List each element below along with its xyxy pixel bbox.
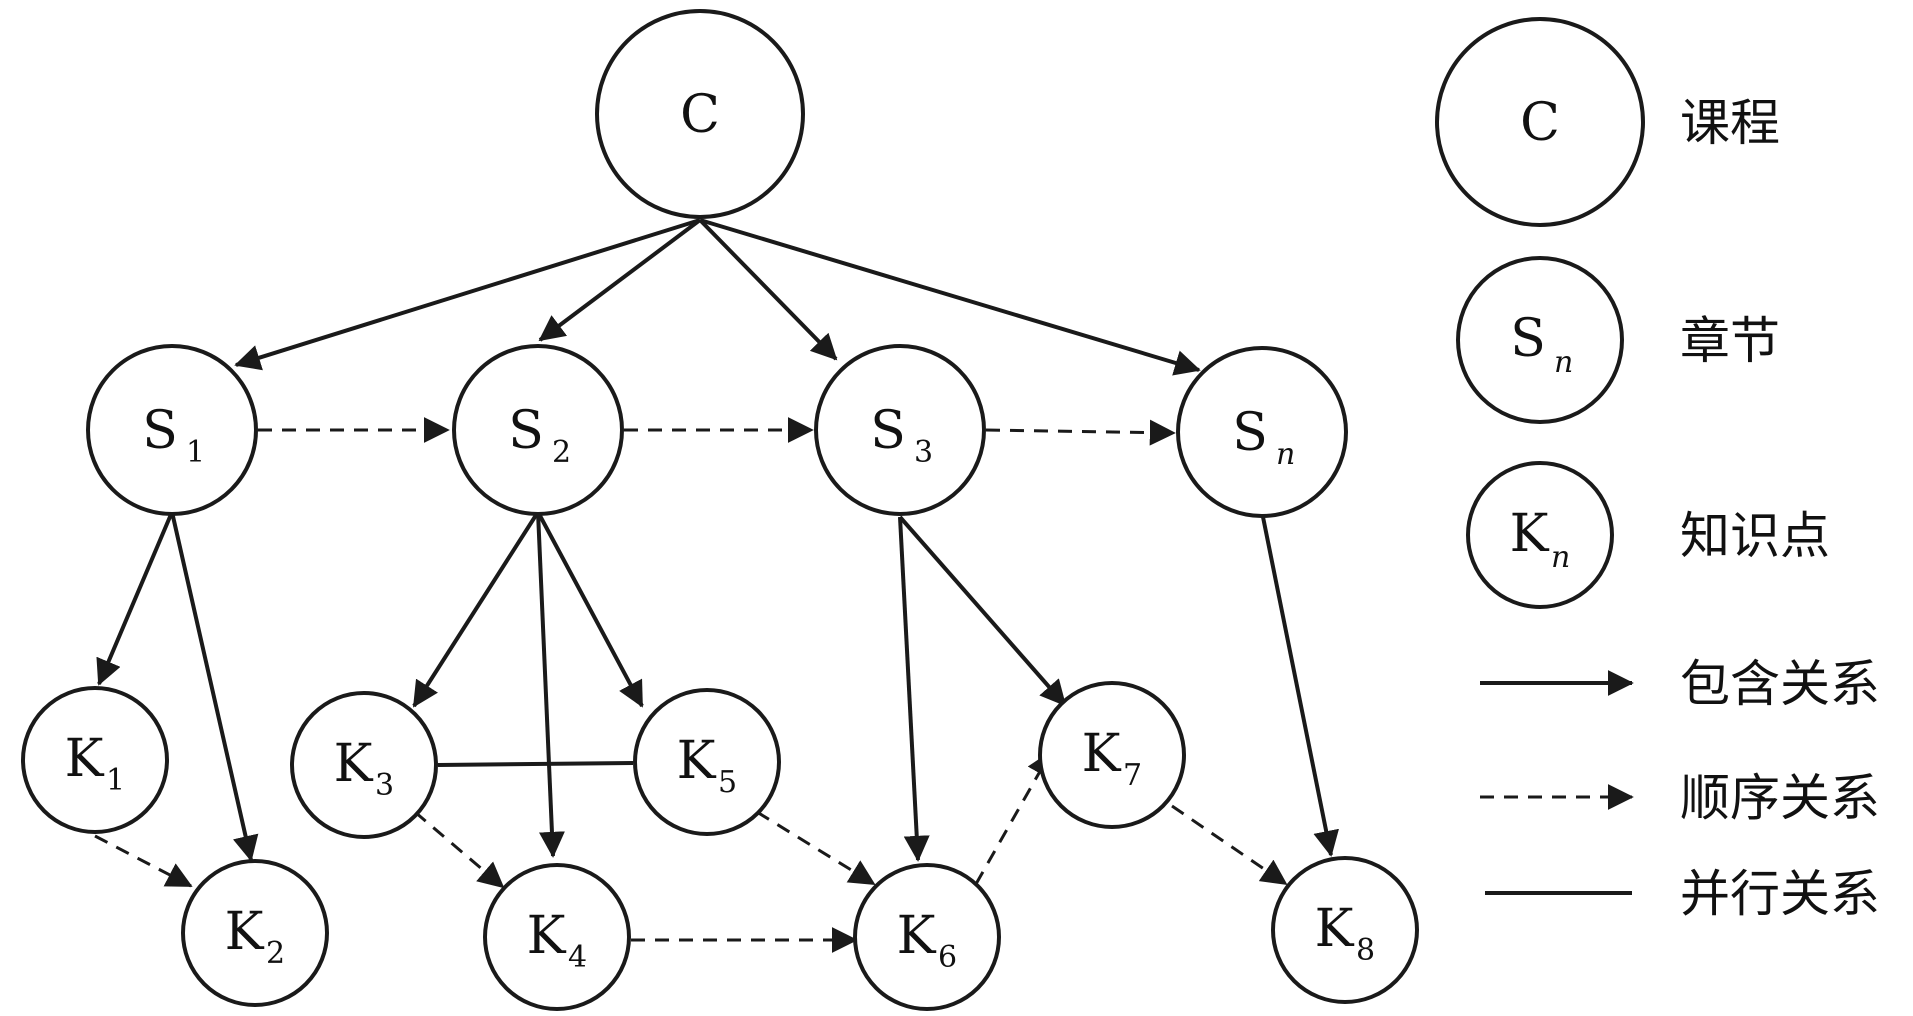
legend-chapter: S n 章节 [1456,256,1780,424]
legend-parallel-label: 并行关系 [1680,865,1880,923]
node-k5-label: K [677,731,717,791]
legend: C 课程 S n 章节 K n 知识点 包含关系 顺序关系 并行关系 [1435,17,1880,923]
legend-sequence-label: 顺序关系 [1680,769,1880,827]
sequence-edges [94,417,1288,953]
node-s1-label: S [142,401,178,461]
edge-k5-k6 [756,810,876,886]
node-k1-subscript: 1 [106,763,125,798]
edge-s3-k6 [898,516,930,862]
node-s1: S 1 [86,344,258,516]
node-s1-subscript: 1 [186,435,205,470]
edge-k1-k2 [94,834,193,888]
legend-contains-label: 包含关系 [1680,655,1880,713]
node-sn-label: S [1232,403,1268,463]
legend-point-symbol-subscript: n [1551,540,1570,575]
legend-point-symbol-label: K [1510,504,1550,564]
edge-k7-k8 [1171,804,1288,886]
legend-chapter-label: 章节 [1680,312,1780,370]
legend-point: K n 知识点 [1466,461,1830,609]
legend-sequence: 顺序关系 [1480,769,1880,827]
node-k4: K 4 [483,863,631,1011]
node-k3-subscript: 3 [375,768,394,803]
legend-point-symbol [1466,461,1614,609]
edge-c-s2 [538,218,702,342]
node-k2: K 2 [181,859,329,1007]
node-s3: S 3 [814,344,986,516]
node-c-label: C [680,85,720,145]
node-s2-label: S [508,401,544,461]
node-s2-subscript: 2 [552,435,571,470]
edge-c-s3 [698,218,838,361]
legend-chapter-symbol-label: S [1510,309,1546,369]
node-k4-label: K [527,906,567,966]
edge-sn-k8 [1261,516,1339,857]
edge-s2-k5 [536,511,644,708]
node-k5-subscript: 5 [718,765,737,800]
parallel-edges [437,761,634,767]
node-k8-label: K [1315,899,1355,959]
node-k6-label: K [897,906,937,966]
edge-k3-k4 [414,810,505,889]
edge-s1-k1 [96,511,174,686]
edge-s2-k4 [536,511,565,858]
edge-s2-k3 [412,510,540,708]
node-k1: K 1 [21,686,169,834]
edge-s3-sn [985,419,1176,446]
node-k4-subscript: 4 [568,940,587,975]
node-s3-subscript: 3 [914,435,933,470]
node-k8: K 8 [1271,856,1419,1004]
node-k8-subscript: 8 [1356,933,1375,968]
legend-course-symbol [1435,17,1645,227]
node-k1-label: K [65,729,105,789]
legend-contains: 包含关系 [1480,655,1880,713]
node-k7: K 7 [1038,681,1186,829]
edge-s1-k2 [170,511,259,862]
node-k3-label: K [334,734,374,794]
node-s2: S 2 [452,344,624,516]
node-k6: K 6 [853,863,1001,1011]
node-k7-subscript: 7 [1123,758,1142,793]
legend-chapter-symbol-subscript: n [1554,345,1573,380]
edge-s3-k7 [898,515,1067,707]
node-k3: K 3 [290,691,438,839]
legend-course-label: 课程 [1680,94,1780,152]
node-k5: K 5 [633,688,781,836]
node-sn-subscript: n [1276,437,1295,472]
legend-course: C 课程 [1435,17,1780,227]
node-k2-subscript: 2 [266,936,285,971]
legend-chapter-symbol [1456,256,1624,424]
node-k7-label: K [1082,724,1122,784]
edge-c-s1 [234,218,701,371]
node-sn: S n [1176,346,1348,518]
node-c: C [595,9,805,219]
legend-point-label: 知识点 [1680,507,1830,565]
node-k6-subscript: 6 [938,940,957,975]
node-k2-label: K [225,902,265,962]
node-s3-label: S [870,401,906,461]
edge-c-sn [699,218,1201,376]
edge-k6-k7 [974,750,1053,885]
edge-k3-k5 [437,761,634,767]
legend-course-symbol-label: C [1520,93,1560,153]
contains-edges [96,218,1339,862]
legend-parallel: 并行关系 [1485,865,1880,923]
